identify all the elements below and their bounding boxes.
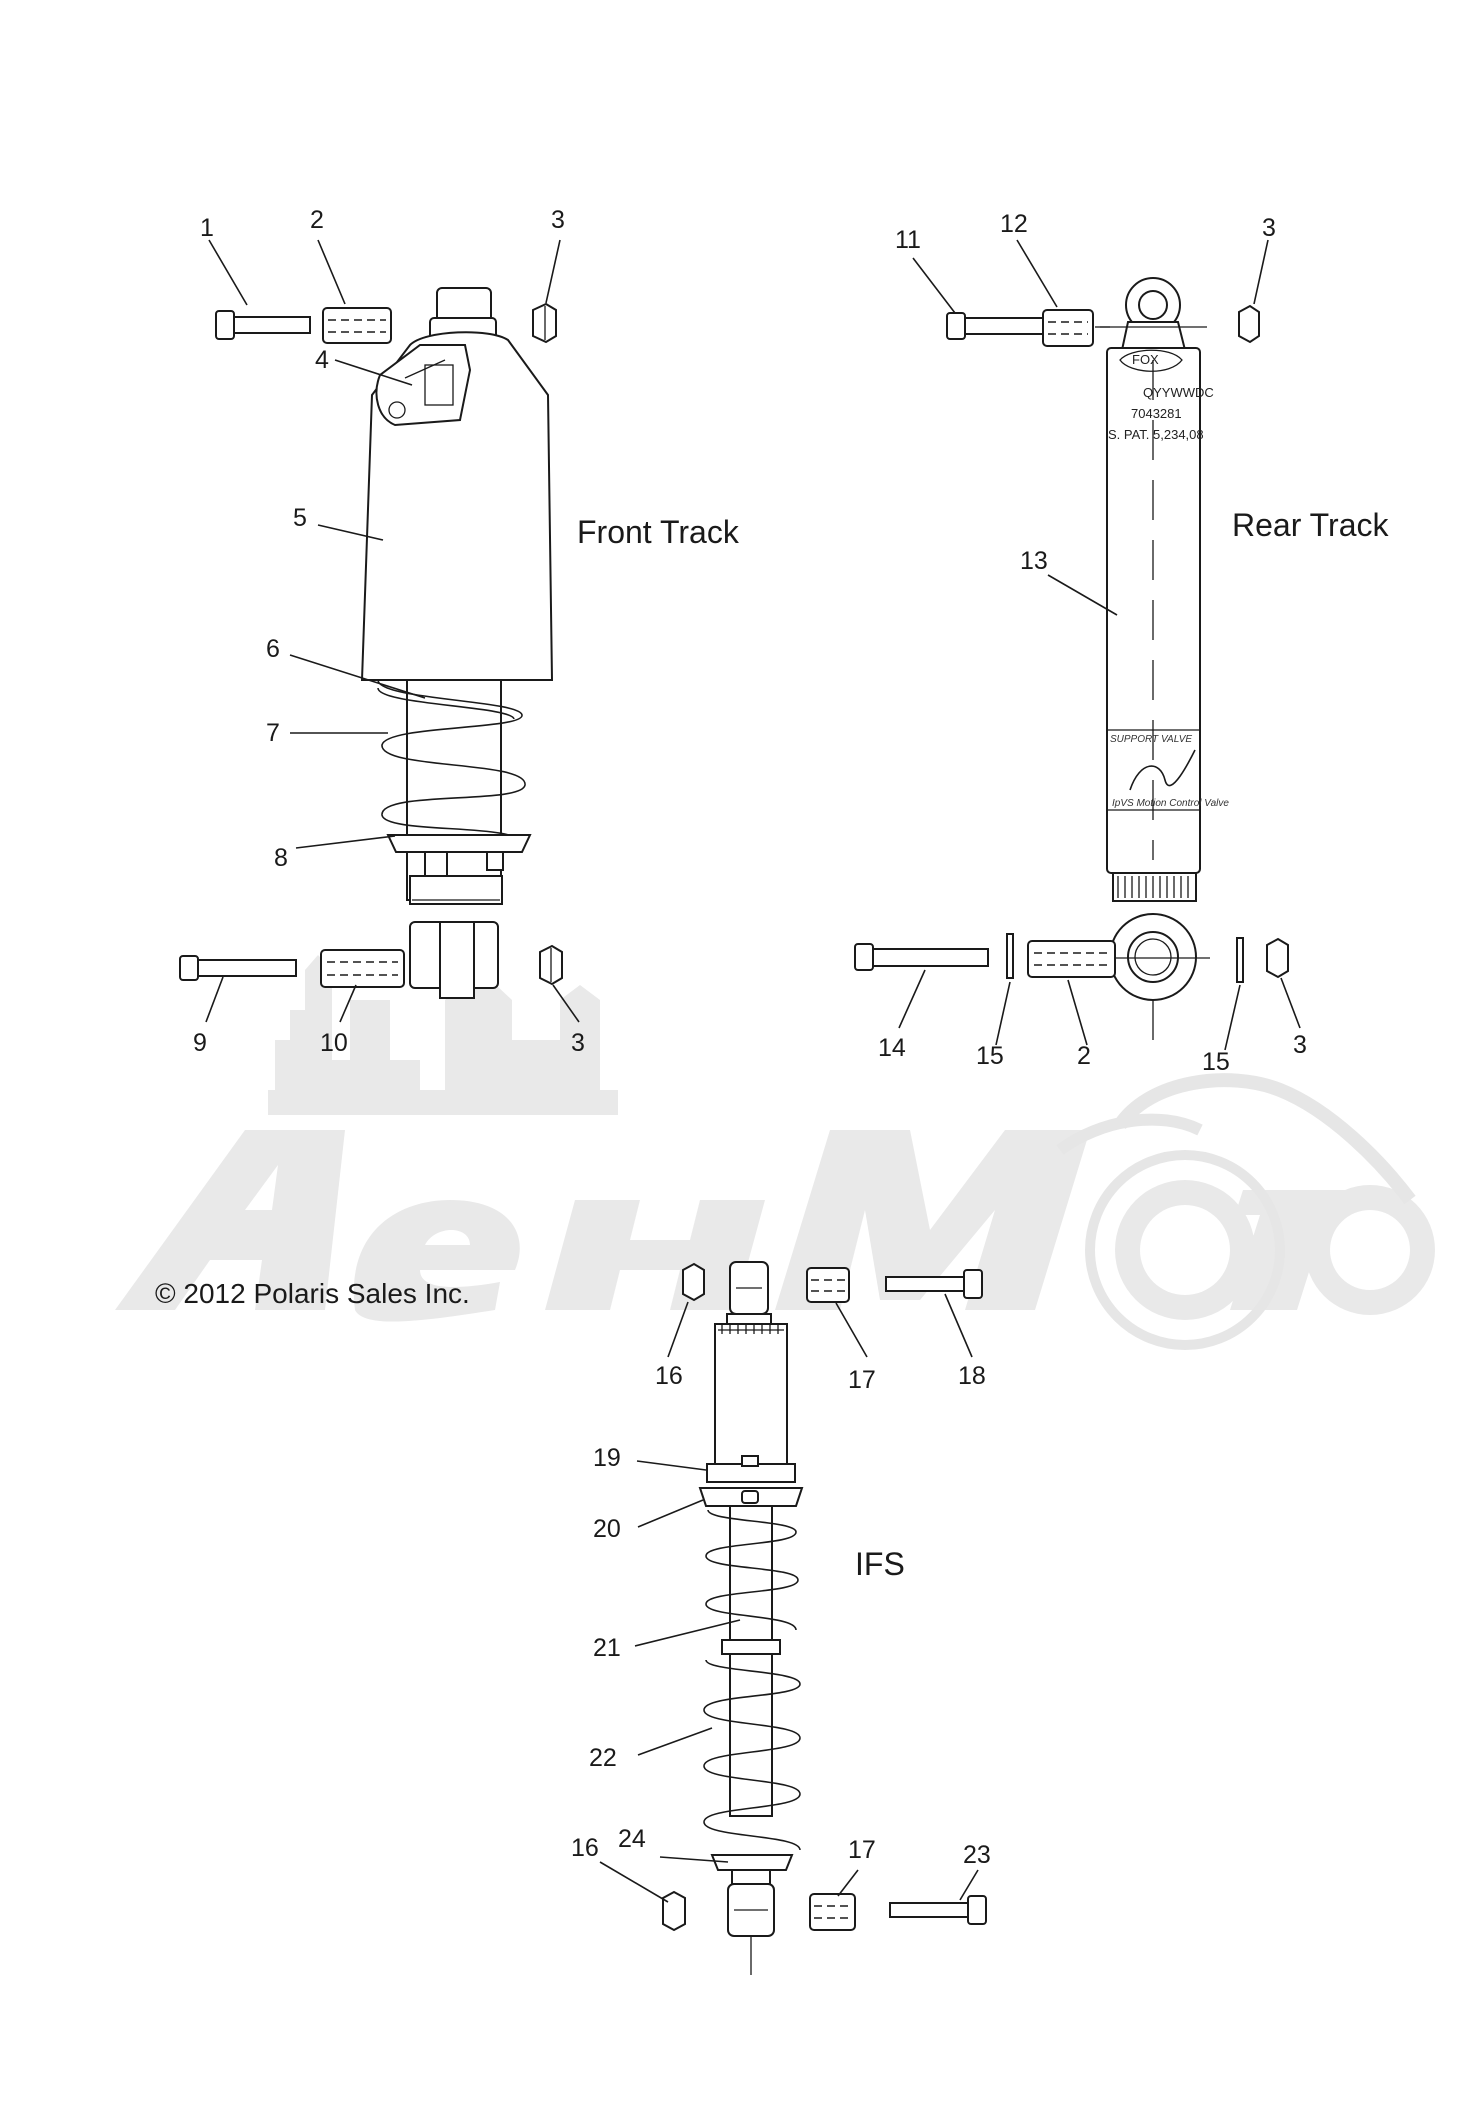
callout-17-top: 17	[848, 1366, 876, 1394]
bolt-14	[854, 943, 989, 971]
washer-15-left	[1006, 933, 1014, 979]
nut-16-top	[682, 1262, 705, 1302]
callout-2: 2	[310, 206, 324, 234]
callout-23: 23	[963, 1841, 991, 1869]
bushing-10	[320, 949, 405, 988]
callout-14: 14	[878, 1034, 906, 1062]
callout-8: 8	[274, 844, 288, 872]
nut-3-bottom	[539, 944, 563, 986]
shock-band-text-2: IpVS Motion Control Valve	[1112, 798, 1229, 809]
callout-15-right: 15	[1202, 1048, 1230, 1076]
bushing-2	[322, 307, 392, 344]
callout-16-bottom: 16	[571, 1834, 599, 1862]
callout-22: 22	[589, 1744, 617, 1772]
callout-5: 5	[293, 504, 307, 532]
front-track-shock	[179, 287, 563, 999]
nut-3-rear-bottom	[1266, 937, 1289, 979]
callout-19: 19	[593, 1444, 621, 1472]
nut-16-bottom	[662, 1890, 686, 1932]
ifs-shock	[662, 1261, 987, 1975]
bolt-1	[215, 310, 311, 340]
callout-6: 6	[266, 635, 280, 663]
callout-12: 12	[1000, 210, 1028, 238]
callout-15-left: 15	[976, 1042, 1004, 1070]
shock-code-3: S. PAT. 5,234,08	[1108, 427, 1204, 442]
callout-24: 24	[618, 1825, 646, 1853]
section-title-rear-track: Rear Track	[1232, 507, 1389, 543]
callout-2-rear: 2	[1077, 1042, 1091, 1070]
nut-3-top	[532, 302, 557, 344]
callout-4: 4	[315, 346, 329, 374]
callout-3-lower: 3	[571, 1029, 585, 1057]
bushing-12	[1042, 309, 1094, 347]
callout-3-rear-top: 3	[1262, 214, 1276, 242]
bolt-9	[179, 955, 297, 981]
bushing-2-rear	[1027, 940, 1116, 978]
shock-brand-mark: FOX	[1132, 352, 1159, 367]
shock-band-text-1: SUPPORT VALVE	[1110, 734, 1192, 745]
section-title-front-track: Front Track	[577, 514, 740, 550]
shock-code-2: 7043281	[1131, 406, 1182, 421]
callout-3-rear-bottom: 3	[1293, 1031, 1307, 1059]
callout-20: 20	[593, 1515, 621, 1543]
callout-17-bottom: 17	[848, 1836, 876, 1864]
bushing-17-top	[806, 1267, 850, 1303]
callout-16-top: 16	[655, 1362, 683, 1390]
bolt-18	[885, 1269, 983, 1299]
bushing-17-bottom	[809, 1893, 856, 1931]
callout-21: 21	[593, 1634, 621, 1662]
watermark-logo	[115, 930, 1435, 1350]
callout-7: 7	[266, 719, 280, 747]
callout-13: 13	[1020, 547, 1048, 575]
callout-1: 1	[200, 214, 214, 242]
callout-18: 18	[958, 1362, 986, 1390]
rear-track-shock: FOX QYYWWDC 7043281 S. PAT. 5,234,08 SUP…	[854, 277, 1289, 1040]
callout-9: 9	[193, 1029, 207, 1057]
nut-3-rear-top	[1238, 304, 1260, 344]
callout-3: 3	[551, 206, 565, 234]
callout-10: 10	[320, 1029, 348, 1057]
callout-numbers: 1 2 3 4 5 6 7 8 9 10 3 11 12 3 13 14 15 …	[193, 206, 1307, 1869]
copyright-notice: © 2012 Polaris Sales Inc.	[155, 1278, 470, 1309]
callout-11: 11	[895, 226, 921, 254]
shock-code-1: QYYWWDC	[1143, 385, 1214, 400]
washer-15-right	[1236, 937, 1244, 983]
leader-lines	[205, 239, 1301, 1903]
bolt-23	[889, 1895, 987, 1925]
section-title-ifs: IFS	[855, 1546, 905, 1582]
bolt-11	[946, 312, 1046, 340]
